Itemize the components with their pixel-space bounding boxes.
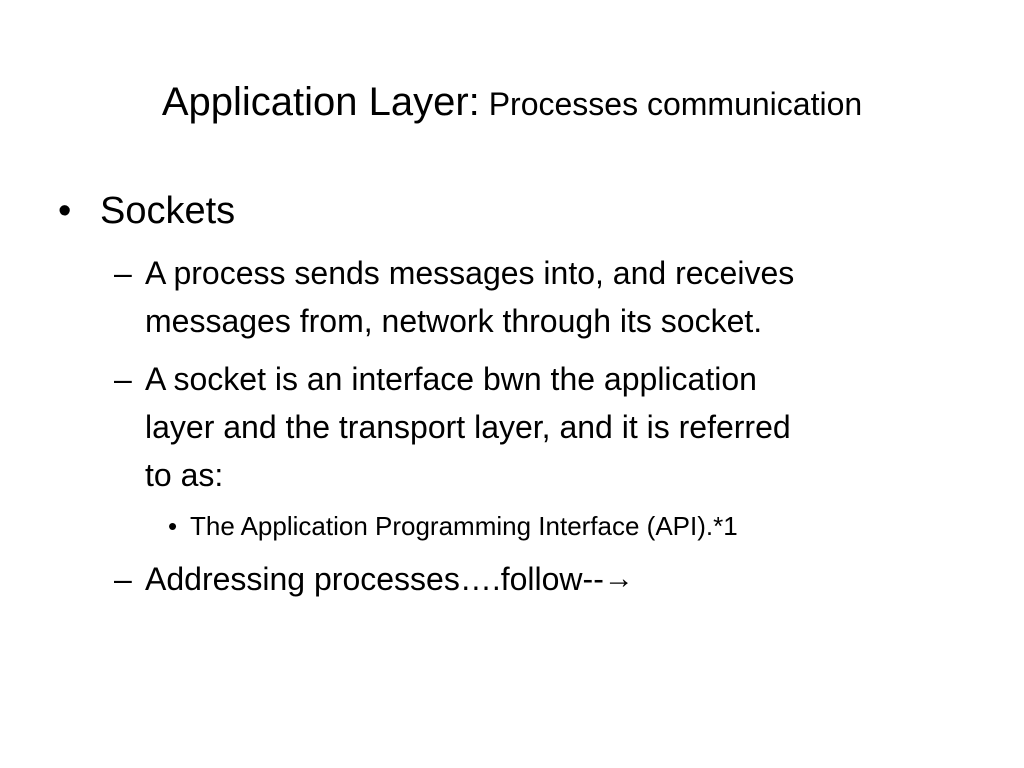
bullet-sockets: Sockets xyxy=(100,190,236,232)
item3-text: Addressing processes….follow-- xyxy=(145,561,604,597)
item2-line3: to as: xyxy=(145,457,224,493)
dash-marker-item3: – xyxy=(114,561,132,597)
bullet-marker-sockets: • xyxy=(58,190,72,232)
title-main: Application Layer xyxy=(161,80,469,124)
item2-line2: layer and the transport layer, and it is… xyxy=(145,409,791,445)
dash-marker-item1: – xyxy=(114,255,132,291)
item3: Addressing processes….follow--→ xyxy=(145,561,634,598)
right-arrow-icon: → xyxy=(603,562,634,595)
dash-marker-item2: – xyxy=(114,361,132,397)
title-colon: : xyxy=(468,80,480,124)
item2-line1: A socket is an interface bwn the applica… xyxy=(145,361,757,397)
sub-item1: The Application Programming Interface (A… xyxy=(190,511,738,541)
item1-line2: messages from, network through its socke… xyxy=(145,303,763,339)
title-subtitle: Processes communication xyxy=(479,86,863,122)
slide-title: Application Layer: Processes communicati… xyxy=(0,72,1024,141)
item1-line1: A process sends messages into, and recei… xyxy=(145,255,795,291)
bullet-marker-sub-item1: • xyxy=(168,511,178,541)
